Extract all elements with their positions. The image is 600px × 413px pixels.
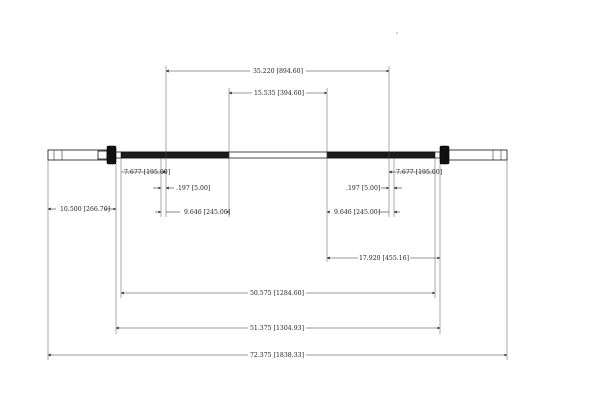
dim-label-left-gap: .197 [5.00] <box>176 185 210 192</box>
barbell <box>47 145 508 165</box>
right-knurling <box>326 151 436 159</box>
dim-label-left-sleeve: 10.500 [266.70] <box>60 206 110 213</box>
dim-label-left-knurl-start: 7.677 [195.00] <box>124 169 170 176</box>
dim-top-outer: 35.220 [894.60] <box>165 66 390 75</box>
dim-label-left-knurl-length: 9.646 [245.00] <box>184 209 230 216</box>
right-sleeve <box>448 149 508 161</box>
dim-label-overall: 72.375 [1838.33] <box>250 352 304 359</box>
dim-label-inside-collars: 50.575 [1284.60] <box>250 290 304 297</box>
extension-lines <box>47 66 508 360</box>
dim-outside-collars: 51.375 [1304.93] <box>115 323 441 332</box>
dim-left-knurl-length: 9.646 [245.00] <box>155 209 230 216</box>
dim-label-right-knurl-start: 7.677 [195.00] <box>396 169 442 176</box>
dim-right-half: 17.920 [455.16] <box>326 253 441 262</box>
dim-label-top-outer: 35.220 [894.60] <box>253 68 303 75</box>
dim-left-gap: .197 [5.00] <box>153 185 210 192</box>
dim-label-outside-collars: 51.375 [1304.93] <box>250 325 304 332</box>
dim-label-top-inner: 15.535 [394.60] <box>254 90 304 97</box>
dim-right-gap: .197 [5.00] <box>346 185 402 192</box>
dim-top-inner: 15.535 [394.60] <box>228 88 328 97</box>
dim-left-knurl-start: 7.677 [195.00] <box>121 169 170 176</box>
dim-inside-collars: 50.575 [1284.60] <box>120 288 436 297</box>
dim-right-knurl-length: 9.646 [245.00] <box>326 209 400 216</box>
dim-label-right-gap: .197 [5.00] <box>346 185 380 192</box>
dim-right-knurl-start: 7.677 [195.00] <box>388 169 442 176</box>
dim-label-right-knurl-length: 9.646 [245.00] <box>334 209 380 216</box>
left-knurling <box>120 151 230 159</box>
left-sleeve <box>47 149 109 161</box>
right-collar <box>439 145 450 165</box>
left-collar <box>106 145 117 165</box>
stray-mark <box>396 32 398 34</box>
dim-left-sleeve: 10.500 [266.70] <box>47 206 117 213</box>
dim-overall: 72.375 [1838.33] <box>47 350 508 359</box>
shaft <box>115 151 441 159</box>
dim-label-right-half: 17.920 [455.16] <box>359 255 409 262</box>
